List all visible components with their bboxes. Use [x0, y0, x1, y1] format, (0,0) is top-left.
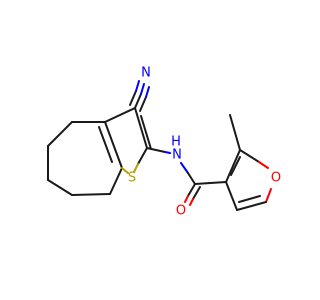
- carbonyl-oxygen-label: O: [176, 204, 186, 219]
- nitrile-group: [129, 80, 150, 112]
- chemical-structure: N N H S O O: [47, 66, 281, 219]
- furan-ring: [225, 149, 272, 211]
- nitrile-nitrogen-label: N: [141, 66, 151, 81]
- furan-oxygen-label: O: [271, 171, 281, 186]
- amide-hydrogen-label: H: [171, 135, 181, 150]
- amide-nitrogen-label: N: [172, 148, 182, 163]
- thiophene-ring: [98, 107, 152, 174]
- cycloheptane-ring: [47, 121, 123, 196]
- methyl-group: [229, 114, 241, 151]
- amide-linkage: [146, 147, 227, 206]
- thiophene-sulfur-label: S: [128, 171, 136, 186]
